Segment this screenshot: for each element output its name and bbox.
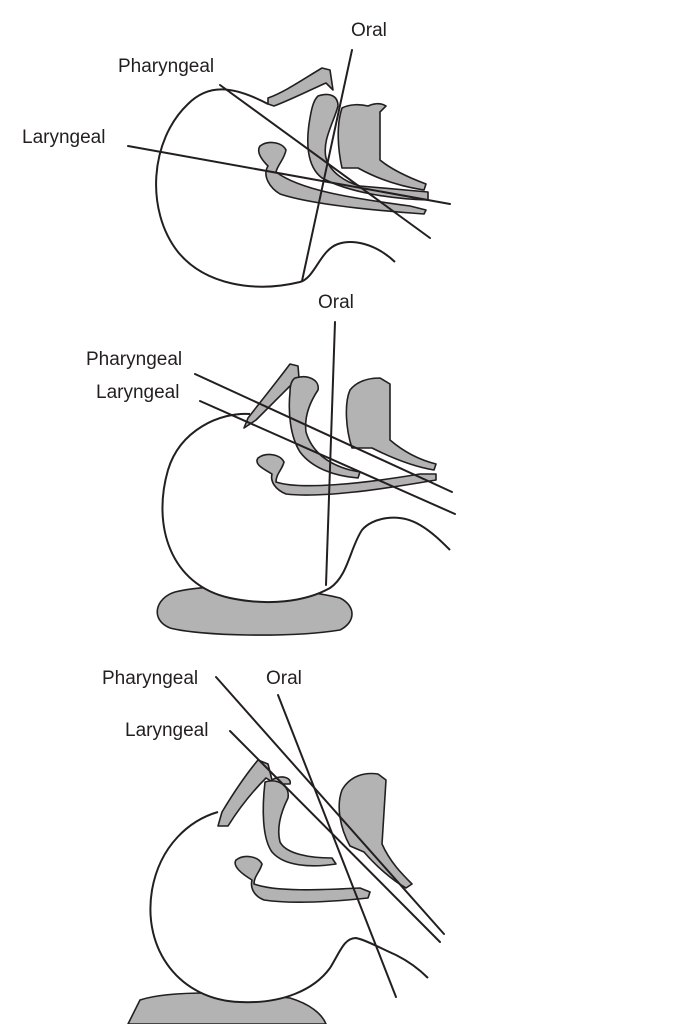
larynx: [338, 772, 413, 889]
laryngeal-axis-line: [127, 145, 451, 205]
laryngeal-axis-line: [229, 730, 441, 943]
laryngeal-axis-label: Laryngeal: [125, 720, 208, 741]
pharyngeal-axis-line: [215, 676, 445, 935]
oral-axis-line: [277, 694, 397, 998]
tongue: [262, 780, 337, 867]
larynx: [345, 377, 437, 471]
panel-pillow-position: Oral Pharyngeal Laryngeal: [86, 292, 456, 636]
pharyngeal-axis-label: Pharyngeal: [86, 349, 182, 370]
panel-neutral-position: Oral Pharyngeal Laryngeal: [22, 20, 451, 288]
head-outline: [149, 811, 429, 1004]
nasal-palate: [217, 759, 292, 827]
panel-sniffing-position: Oral Pharyngeal Laryngeal: [102, 668, 445, 1024]
laryngeal-axis-line: [199, 400, 456, 515]
oral-axis-line: [325, 321, 336, 586]
oral-axis-label: Oral: [351, 20, 387, 41]
head-outline: [161, 412, 451, 604]
laryngeal-axis-label: Laryngeal: [96, 382, 179, 403]
pharyngeal-axis-line: [194, 373, 453, 493]
oral-axis-label: Oral: [318, 292, 354, 313]
pharyngeal-axis-label: Pharyngeal: [118, 56, 214, 77]
laryngeal-axis-label: Laryngeal: [22, 127, 105, 148]
oral-axis-label: Oral: [266, 668, 302, 689]
larynx: [337, 102, 427, 191]
nasal-palate: [267, 67, 334, 107]
pharyngeal-axis-label: Pharyngeal: [102, 668, 198, 689]
pharyngeal-axis-line: [219, 84, 431, 239]
mandible: [234, 855, 371, 903]
oral-axis-line: [301, 49, 353, 282]
tongue: [288, 375, 361, 479]
mandible: [257, 141, 427, 215]
